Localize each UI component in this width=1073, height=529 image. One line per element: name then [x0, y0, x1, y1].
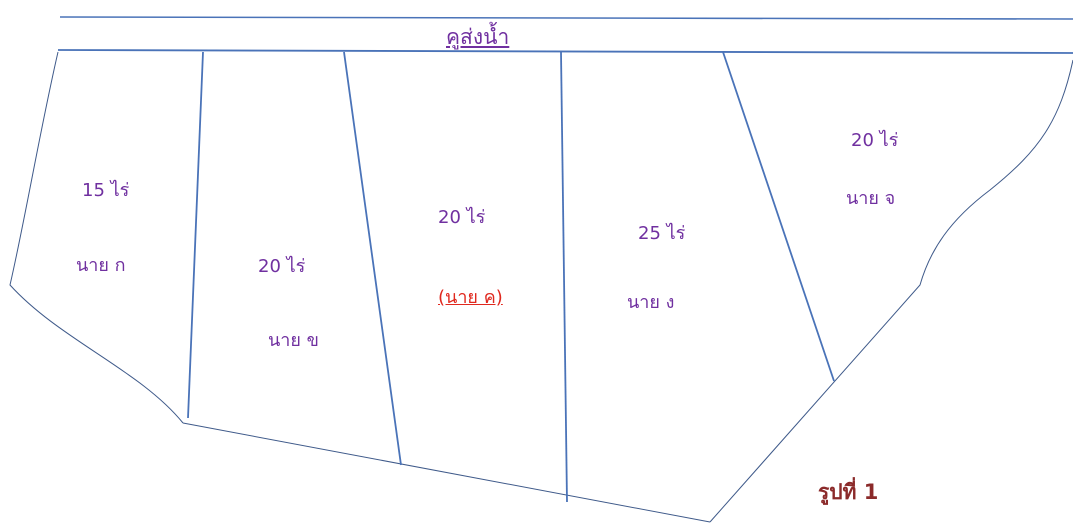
figure-caption: รูปที่ 1 [818, 480, 879, 504]
bottom-boundary [182, 422, 711, 523]
right-boundary [709, 59, 1073, 523]
plot-5-owner: นาย จ [846, 188, 896, 209]
divider-4-5 [722, 51, 835, 382]
divider-1-2 [187, 51, 204, 419]
plot-2-area: 20 ไร่ [258, 256, 306, 277]
plot-1-area: 15 ไร่ [82, 180, 130, 201]
canal-label: คูส่งน้ำ [446, 25, 510, 49]
plot-2-owner: นาย ข [268, 330, 319, 351]
divider-2-3 [343, 51, 402, 466]
plot-5-area: 20 ไร่ [851, 130, 899, 151]
plot-3-area: 20 ไร่ [438, 207, 486, 228]
canal-upper-bank [59, 16, 1073, 20]
divider-3-4 [560, 51, 568, 503]
plot-1-owner: นาย ก [76, 255, 126, 276]
left-boundary [9, 51, 184, 424]
plot-4-owner: นาย ง [627, 292, 675, 313]
canal-lower-bank [57, 49, 1073, 54]
plot-4-area: 25 ไร่ [638, 223, 686, 244]
plot-3-owner: (นาย ค) [438, 287, 503, 308]
